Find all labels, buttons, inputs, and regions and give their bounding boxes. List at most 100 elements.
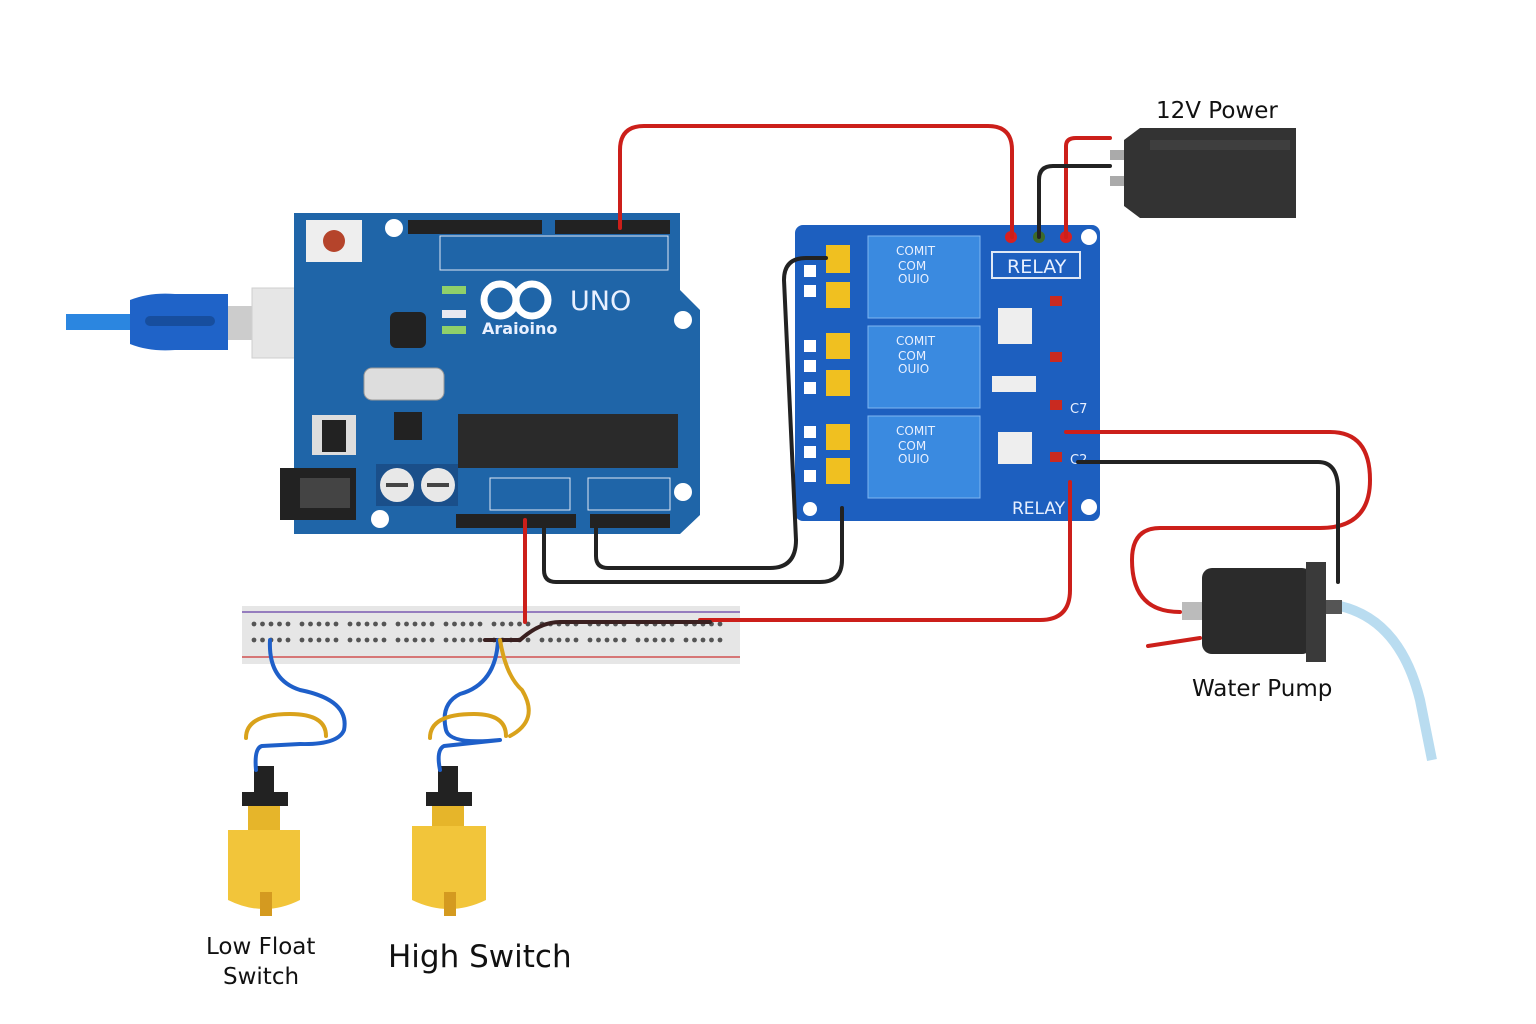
breadboard-hole xyxy=(692,637,697,643)
wires xyxy=(244,124,1372,772)
breadboard-hole xyxy=(644,637,649,643)
breadboard-hole xyxy=(613,637,618,643)
wire-pump-red-lead xyxy=(1146,636,1202,648)
breadboard-hole xyxy=(260,621,265,627)
breadboard-hole xyxy=(491,621,497,627)
breadboard-hole xyxy=(460,637,466,643)
breadboard-hole xyxy=(395,637,401,643)
wire-high-float-yellow xyxy=(428,638,531,740)
pump-label: Water Pump xyxy=(1192,676,1332,702)
breadboard-hole xyxy=(308,637,313,643)
water-pump xyxy=(1182,562,1437,761)
breadboard-hole xyxy=(356,637,361,643)
breadboard-hole xyxy=(395,621,401,627)
relay-module: COMIT COM OUIO COMIT COM OUIO COMIT COM … xyxy=(795,225,1100,521)
wire-low-float-yellow xyxy=(244,712,328,740)
12v-power-supply xyxy=(1110,128,1296,218)
wire-low-float-blue xyxy=(253,638,347,772)
breadboard-hole xyxy=(469,637,474,643)
breadboard-hole xyxy=(277,621,282,627)
breadboard-hole xyxy=(316,621,322,627)
relay-channel-1: COMIT COM OUIO xyxy=(867,235,981,319)
breadboard-hole xyxy=(443,637,449,643)
breadboard-hole xyxy=(548,637,553,643)
breadboard-hole xyxy=(404,621,409,627)
relay-title-top: RELAY xyxy=(1007,256,1067,278)
breadboard-hole xyxy=(452,637,457,643)
breadboard-hole xyxy=(404,637,409,643)
arduino-model: UNO xyxy=(570,286,631,317)
breadboard-hole xyxy=(709,637,714,643)
breadboard-hole xyxy=(573,637,579,643)
svg-text:COMIT: COMIT xyxy=(896,334,936,348)
breadboard-hole xyxy=(669,637,675,643)
arduino-uno-board: Araioino UNO xyxy=(280,213,700,534)
wire-high-float-blue xyxy=(436,638,502,772)
power-label: 12V Power xyxy=(1156,98,1278,124)
breadboard-hole xyxy=(381,621,387,627)
breadboard-hole xyxy=(299,637,305,643)
breadboard-hole xyxy=(661,637,666,643)
breadboard-hole xyxy=(299,621,305,627)
breadboard-hole xyxy=(251,637,257,643)
breadboard-hole xyxy=(460,621,466,627)
breadboard-hole xyxy=(587,637,593,643)
breadboard-hole xyxy=(443,621,449,627)
wire-gnd-to-relay xyxy=(542,506,844,584)
breadboard-hole xyxy=(333,621,339,627)
breadboard-hole xyxy=(364,621,370,627)
breadboard-hole xyxy=(308,621,313,627)
breadboard-hole xyxy=(251,621,257,627)
breadboard-hole xyxy=(260,637,265,643)
breadboard-hole xyxy=(285,637,291,643)
wire-arduino-to-relay-com xyxy=(618,124,1014,239)
svg-text:OUIO: OUIO xyxy=(898,452,929,466)
low-float-label-line2: Switch xyxy=(223,964,299,990)
breadboard-hole xyxy=(429,621,435,627)
breadboard-hole xyxy=(500,621,505,627)
breadboard-hole xyxy=(517,621,522,627)
low-float-label-line1: Low Float xyxy=(206,934,315,960)
breadboard-hole xyxy=(565,637,570,643)
breadboard-hole xyxy=(683,637,689,643)
wire-signal-to-relay xyxy=(594,256,828,570)
breadboard-hole xyxy=(277,637,282,643)
breadboard-hole xyxy=(621,637,627,643)
breadboard-hole xyxy=(333,637,339,643)
relay-channel-3: COMIT COM OUIO xyxy=(867,415,981,499)
breadboard-hole xyxy=(421,621,426,627)
svg-text:COM: COM xyxy=(898,349,926,363)
breadboard-hole xyxy=(347,621,353,627)
wire-power-negative xyxy=(1037,164,1112,239)
breadboard-hole xyxy=(429,637,435,643)
svg-text:COMIT: COMIT xyxy=(896,244,936,258)
relay-pins xyxy=(804,265,816,482)
breadboard-hole xyxy=(347,637,353,643)
svg-text:C7: C7 xyxy=(1070,402,1087,417)
breadboard-hole xyxy=(364,637,370,643)
wire-relay-to-pump-black xyxy=(1076,460,1340,584)
breadboard-hole xyxy=(356,621,361,627)
wire-breadboard-to-relay xyxy=(698,480,1072,622)
low-float-switch xyxy=(228,766,300,916)
relay-title-bottom: RELAY xyxy=(1012,499,1066,519)
breadboard-hole xyxy=(596,637,601,643)
svg-text:OUIO: OUIO xyxy=(898,272,929,286)
breadboard-hole xyxy=(316,637,322,643)
relay-channel-2: COMIT COM OUIO xyxy=(867,325,981,409)
breadboard-hole xyxy=(268,621,274,627)
breadboard-hole xyxy=(477,621,483,627)
breadboard-hole xyxy=(381,637,387,643)
breadboard-hole xyxy=(635,637,641,643)
wire-power-positive xyxy=(1064,136,1112,239)
breadboard-hole xyxy=(652,637,658,643)
breadboard-hole xyxy=(525,637,531,643)
breadboard-hole xyxy=(604,637,610,643)
breadboard-hole xyxy=(717,621,723,627)
breadboard-hole xyxy=(412,621,418,627)
breadboard-hole xyxy=(325,637,330,643)
breadboard-hole xyxy=(325,621,330,627)
svg-text:COMIT: COMIT xyxy=(896,424,936,438)
breadboard-hole xyxy=(412,637,418,643)
